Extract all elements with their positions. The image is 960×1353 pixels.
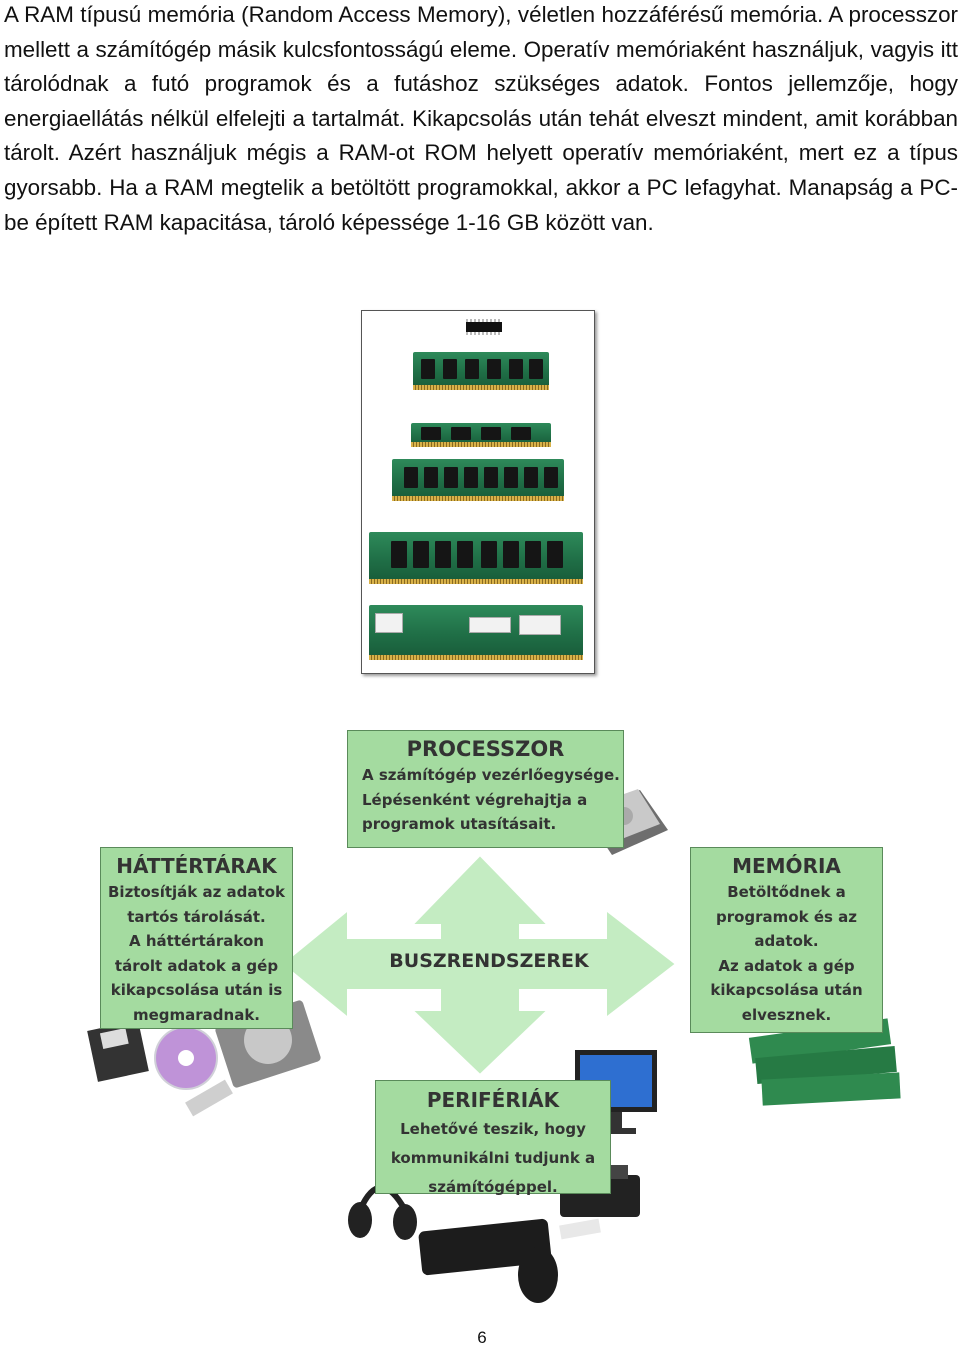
ram-module-sdram [369,532,583,584]
processor-box: PROCESSZOR A számítógép vezérlőegysége. … [347,730,624,848]
headphones-image [348,1184,417,1240]
processor-line: Lépésenként végrehajtja a [362,790,588,809]
storage-line: tartós tárolását. [127,907,266,926]
dip-chip-image [466,319,502,335]
storage-line: Biztosítják az adatok [108,883,285,901]
ram-module-ddr [369,605,583,660]
ram-module-72pin [392,459,564,501]
bus-label: BUSZRENDSZEREK [389,950,589,972]
memory-line: programok és az [715,907,857,926]
peripherals-box: PERIFÉRIÁK Lehetővé teszik, hogy kommuni… [375,1080,611,1196]
memory-title: MEMÓRIA [732,854,841,878]
memory-line: elvesznek. [741,1005,832,1024]
storage-box: HÁTTÉRTÁRAK Biztosítják az adatok tartós… [100,847,293,1029]
body-paragraph: A RAM típusú memória (Random Access Memo… [4,2,958,235]
storage-line: A háttértárakon [129,932,264,950]
ram-module-small [411,423,551,447]
memory-line: adatok. [754,932,819,950]
memory-line: Az adatok a gép [718,956,855,975]
mouse-image [518,1247,558,1303]
peripherals-line: Lehetővé teszik, hogy [400,1120,586,1138]
storage-title: HÁTTÉRTÁRAK [116,854,277,878]
ram-module-30pin [413,352,549,390]
processor-title: PROCESSZOR [406,737,565,761]
peripherals-title: PERIFÉRIÁK [426,1088,560,1112]
processor-line: A számítógép vezérlőegysége. [362,766,620,784]
page-number: 6 [477,1328,487,1347]
peripherals-line: számítógéppel. [428,1178,558,1196]
memory-line: Betöltődnek a [727,883,846,901]
peripherals-line: kommunikálni tudjunk a [390,1149,596,1167]
memory-box: MEMÓRIA Betöltődnek a programok és az ad… [690,847,883,1033]
storage-line: kikapcsolása után is [110,981,283,999]
memory-line: kikapcsolása után [710,981,863,999]
processor-line: programok utasításait. [362,815,557,833]
keyboard-image [418,1218,552,1276]
storage-line: megmaradnak. [132,1005,261,1024]
storage-line: tárolt adatok a gép [114,956,279,975]
